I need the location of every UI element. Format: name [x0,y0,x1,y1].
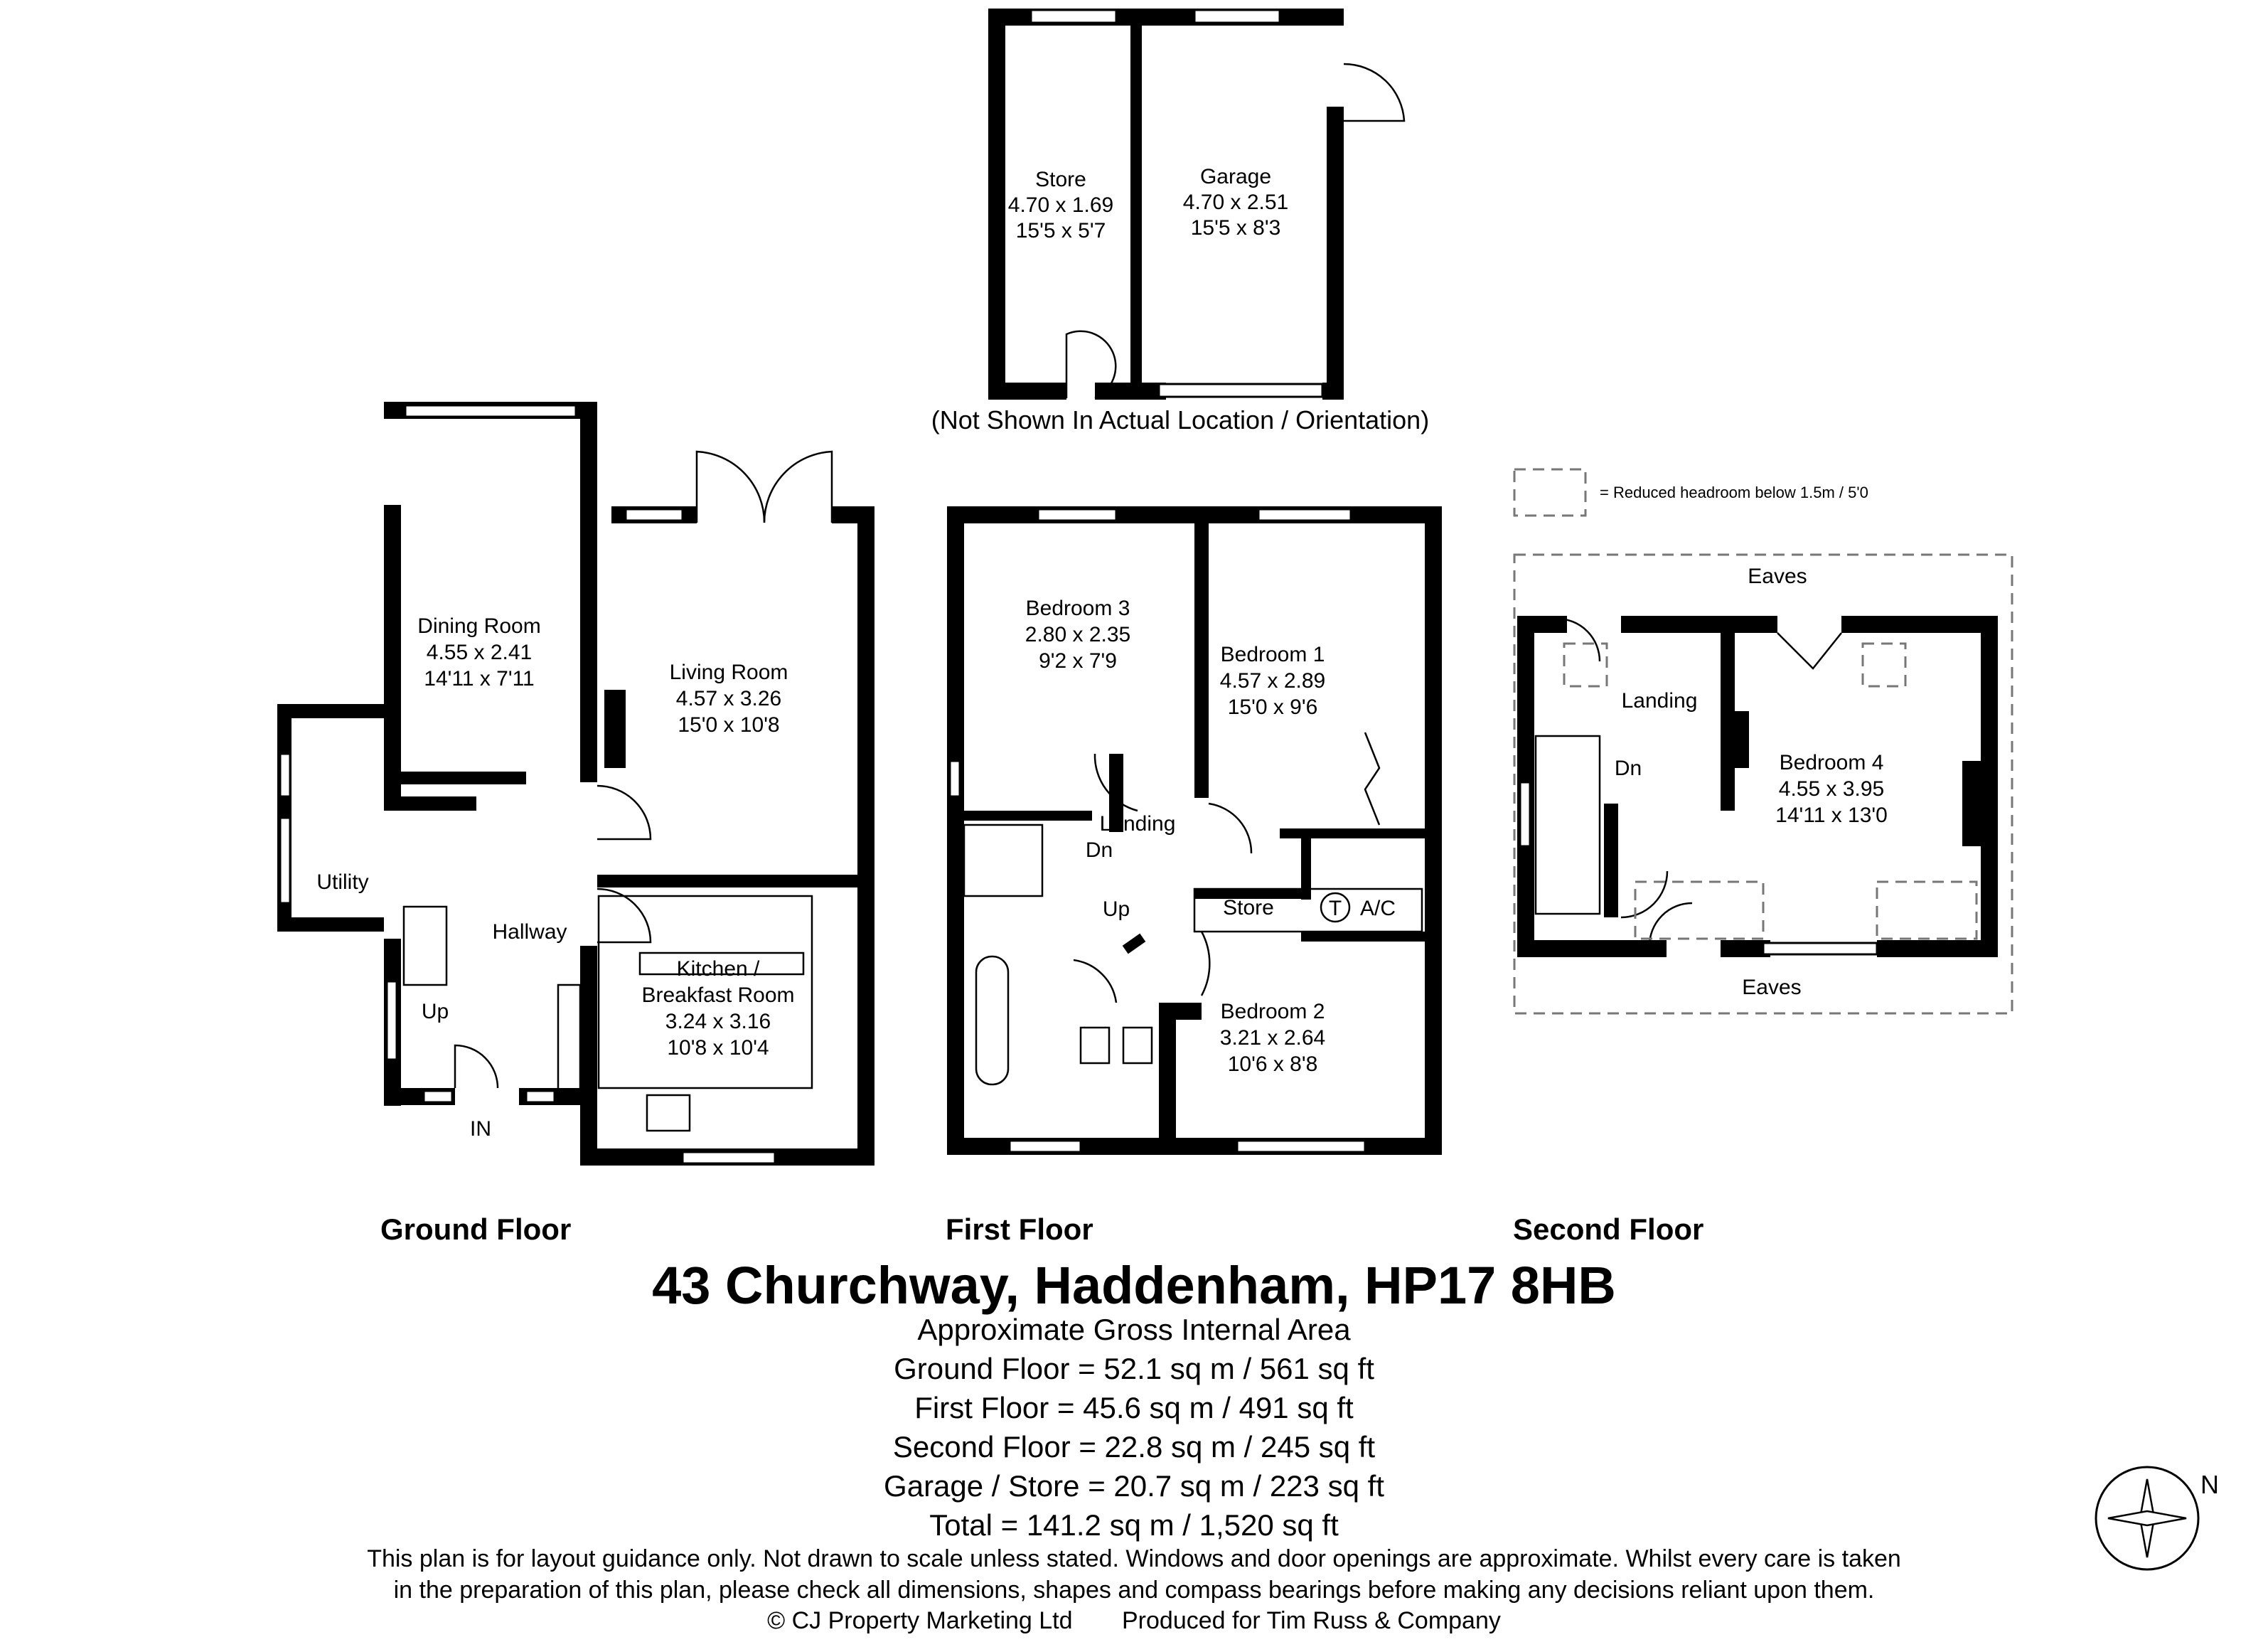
svg-text:Store: Store [1223,896,1274,919]
svg-text:Bedroom 1: Bedroom 1 [1221,643,1325,666]
area-total: Total = 141.2 sq m / 1,520 sq ft [929,1508,1339,1542]
svg-text:4.55 x 3.95: 4.55 x 3.95 [1779,777,1884,801]
outbuilding [988,9,1406,400]
svg-text:4.57 x 3.26: 4.57 x 3.26 [676,687,781,710]
svg-text:4.70 x 1.69: 4.70 x 1.69 [1008,193,1113,217]
ground-floor-walls [277,402,874,1166]
svg-text:4.57 x 2.89: 4.57 x 2.89 [1220,669,1325,693]
credits: © CJ Property Marketing Ltd Produced for… [0,1607,2268,1635]
area-summary: Approximate Gross Internal Area Ground F… [0,1310,2268,1545]
svg-text:3.21 x 2.64: 3.21 x 2.64 [1220,1026,1325,1050]
first-floor-title: First Floor [946,1212,1093,1246]
produced-for-text: Produced for Tim Russ & Company [1122,1607,1501,1634]
room-store-first: Store [1223,896,1274,919]
legend-swatch [1513,468,1587,517]
svg-text:Garage: Garage [1200,165,1271,188]
svg-text:Bedroom 3: Bedroom 3 [1026,597,1130,620]
room-garage: Garage 4.70 x 2.51 15'5 x 8'3 [1183,165,1288,240]
svg-text:15'5 x 5'7: 15'5 x 5'7 [1016,219,1106,242]
room-landing-first: Landing [1100,812,1176,836]
eaves-top-label: Eaves [1748,565,1807,588]
svg-text:14'11 x 7'11: 14'11 x 7'11 [424,667,534,691]
svg-text:15'0 x 9'6: 15'0 x 9'6 [1228,695,1318,719]
room-hallway: Hallway [492,920,567,944]
room-dining-room: Dining Room 4.55 x 2.41 14'11 x 7'11 [417,614,540,691]
area-heading: Approximate Gross Internal Area [917,1313,1351,1346]
ground-floor-title: Ground Floor [380,1212,572,1246]
svg-text:9'2 x 7'9: 9'2 x 7'9 [1039,649,1117,673]
disclaimer-line-2: in the preparation of this plan, please … [393,1577,1875,1604]
compass-north-label: N [2200,1470,2219,1499]
svg-text:Bedroom 4: Bedroom 4 [1780,751,1884,774]
svg-text:Landing: Landing [1622,689,1698,713]
svg-text:3.24 x 3.16: 3.24 x 3.16 [665,1010,771,1033]
first-floor-walls [947,506,1442,1155]
svg-text:14'11 x 13'0: 14'11 x 13'0 [1775,804,1888,827]
area-first: First Floor = 45.6 sq m / 491 sq ft [914,1391,1354,1424]
room-landing-second: Landing [1622,689,1698,713]
room-store-outbuilding: Store 4.70 x 1.69 15'5 x 5'7 [1008,168,1113,242]
stairs-down-label-second: Dn [1615,757,1642,780]
svg-text:Bedroom 2: Bedroom 2 [1221,1000,1325,1023]
svg-text:10'6 x 8'8: 10'6 x 8'8 [1228,1052,1318,1076]
second-floor-walls [1513,553,2013,1015]
entrance-label: IN [470,1117,491,1141]
stairs-up-label-first: Up [1103,897,1130,921]
svg-text:Dining Room: Dining Room [417,614,540,638]
area-garage: Garage / Store = 20.7 sq m / 223 sq ft [884,1469,1384,1503]
eaves-bottom-label: Eaves [1742,976,1801,999]
svg-text:Hallway: Hallway [492,920,567,944]
room-living-room: Living Room 4.57 x 3.26 15'0 x 10'8 [670,661,788,737]
room-bedroom-2: Bedroom 2 3.21 x 2.64 10'6 x 8'8 [1220,1000,1325,1076]
outbuilding-note: (Not Shown In Actual Location / Orientat… [931,405,1430,435]
copyright-text: © CJ Property Marketing Ltd [767,1607,1073,1634]
area-second: Second Floor = 22.8 sq m / 245 sq ft [892,1430,1376,1464]
svg-text:Breakfast Room: Breakfast Room [641,983,794,1007]
second-floor-title: Second Floor [1513,1212,1704,1246]
svg-text:4.55 x 2.41: 4.55 x 2.41 [427,641,532,664]
area-ground: Ground Floor = 52.1 sq m / 561 sq ft [894,1352,1374,1385]
disclaimer-line-1: This plan is for layout guidance only. N… [367,1545,1901,1572]
svg-text:10'8 x 10'4: 10'8 x 10'4 [667,1036,769,1060]
legend-text: = Reduced headroom below 1.5m / 5'0 [1600,484,1868,501]
svg-text:Store: Store [1035,168,1086,191]
thermostat-label: T [1329,897,1342,920]
room-utility: Utility [316,870,368,894]
disclaimer: This plan is for layout guidance only. N… [0,1543,2268,1606]
svg-text:Landing: Landing [1100,812,1176,836]
stairs-up-label: Up [422,1000,449,1023]
svg-text:15'0 x 10'8: 15'0 x 10'8 [678,713,779,737]
property-address: 43 Churchway, Haddenham, HP17 8HB [652,1256,1616,1315]
svg-text:Living Room: Living Room [670,661,788,684]
svg-text:2.80 x 2.35: 2.80 x 2.35 [1025,623,1130,646]
room-bedroom-4: Bedroom 4 4.55 x 3.95 14'11 x 13'0 [1775,751,1888,827]
compass-icon: N [2095,1466,2219,1571]
svg-text:Kitchen /: Kitchen / [677,957,760,981]
ac-label: A/C [1360,897,1396,920]
svg-text:4.70 x 2.51: 4.70 x 2.51 [1183,191,1288,214]
svg-text:Utility: Utility [316,870,368,894]
room-bedroom-3: Bedroom 3 2.80 x 2.35 9'2 x 7'9 [1025,597,1130,673]
room-kitchen: Kitchen / Breakfast Room 3.24 x 3.16 10'… [641,957,794,1060]
room-bedroom-1: Bedroom 1 4.57 x 2.89 15'0 x 9'6 [1220,643,1325,719]
svg-text:15'5 x 8'3: 15'5 x 8'3 [1191,216,1281,240]
stairs-down-label: Dn [1086,838,1113,862]
